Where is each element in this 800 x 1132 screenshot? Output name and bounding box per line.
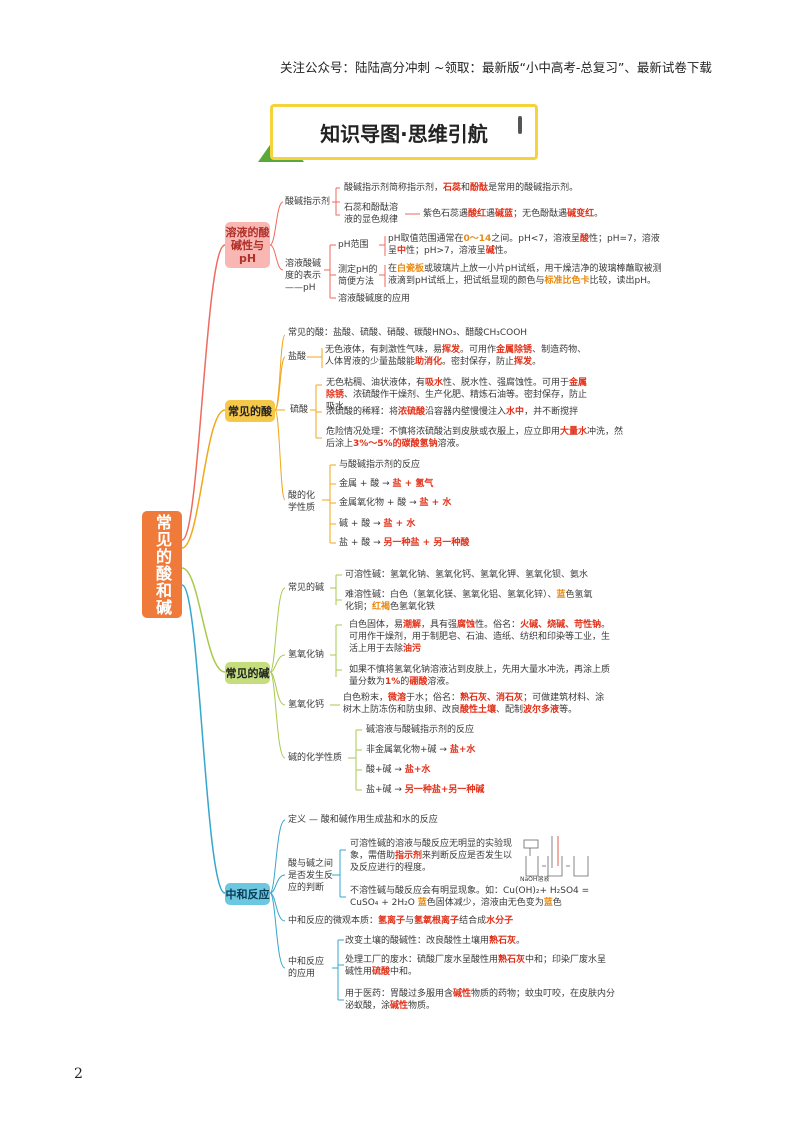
base-soluble: 可溶性碱：氢氧化钠、氢氧化钙、氢氧化钾、氢氧化钡、氨水 (345, 570, 589, 580)
acid-props-label: 酸的化学性质 (288, 491, 316, 513)
title-decoration (518, 116, 522, 134)
h2so4-emergency: 危险情况处理：不慎将浓硫酸沾到皮肤或衣服上，应立即用大量水冲洗，然后涂上3%～5… (326, 427, 624, 449)
naoh-emergency: 如果不慎将氢氧化钠溶液沾到皮肤上，先用大量水冲洗，再涂上质量分数为1%的硼酸溶液… (349, 665, 611, 687)
branch-ph-node: 溶液的酸碱性与pH (225, 222, 270, 268)
base-insoluble: 难溶性碱：白色（氢氧化镁、氢氧化铝、氢氧化锌）、蓝色氢氧化铜；红褐色氢氧化铁 (345, 590, 593, 612)
acid-prop-3: 金属氧化物 + 酸 → 盐 + 水 (339, 498, 452, 508)
judge-text-1: 可溶性碱的溶液与酸反应无明显的实验现象，需借助指示剂来判断反应是否发生以及反应进… (350, 839, 513, 873)
caoh-text: 白色粉末，微溶于水；俗名：熟石灰、消石灰；可做建筑材料、涂树木上防冻伤和防虫卵、… (343, 693, 605, 715)
experiment-caption: NaOH溶液 (520, 876, 550, 883)
neutralization-definition: 定义 — 酸和碱作用生成盐和水的反应 (288, 815, 438, 825)
branch-acid-node: 常见的酸 (225, 400, 275, 422)
naoh-label: 氢氧化钠 (288, 650, 325, 660)
page-number: 2 (74, 1066, 83, 1082)
acid-prop-5: 盐 + 酸 → 另一种盐 + 另一种酸 (339, 538, 470, 548)
app-medicine: 用于医药：胃酸过多服用含碱性物质的药物；蚊虫叮咬，在皮肤内分泌蚁酸，涂碱性物质。 (345, 989, 616, 1011)
ph-method-text: 在白瓷板或玻璃片上放一小片pH试纸，用干燥洁净的玻璃棒蘸取被测液滴到pH试纸上，… (388, 264, 662, 286)
page-title: 知识导图·思维引航 (270, 104, 538, 160)
ph-label: 溶液酸碱度的表示——pH (285, 259, 322, 293)
ph-range-text: pH取值范围通常在0～14之间。pH<7，溶液呈酸性；pH=7，溶液呈中性；pH… (388, 234, 660, 256)
indicator-text: 酸碱指示剂简称指示剂，石蕊和酚酞是常用的酸碱指示剂。 (344, 183, 579, 193)
base-props-label: 碱的化学性质 (288, 753, 343, 763)
base-common-label: 常见的碱 (288, 583, 325, 593)
neutralization-app-label: 中和反应的应用 (288, 957, 325, 979)
caoh-label: 氢氧化钙 (288, 700, 325, 710)
ph-method-label: 测定pH的简便方法 (338, 265, 378, 287)
acid-common: 常见的酸：盐酸、硫酸、硝酸、碳酸HNO₃、醋酸CH₃COOH (288, 328, 528, 338)
indicator-sub-text: 紫色石蕊遇酸红遇碱蓝；无色酚酞遇碱变红。 (423, 209, 604, 219)
base-prop-2: 非金属氧化物+碱 → 盐+水 (366, 745, 476, 755)
judge-label: 酸与碱之间是否发生反应的判断 (288, 859, 334, 893)
hcl-label: 盐酸 (288, 352, 307, 362)
base-prop-1: 碱溶液与酸碱指示剂的反应 (366, 725, 475, 735)
branch-neutralization-node: 中和反应 (225, 883, 270, 905)
ph-application: 溶液酸碱度的应用 (338, 294, 411, 304)
page-header: 关注公众号：陆陆高分冲刺 ~领取：最新版“小中高考-总复习”、最新试卷下载 (280, 60, 712, 75)
ph-range-label: pH范围 (338, 240, 369, 250)
h2so4-dilute: 浓硫酸的稀释：将浓硫酸沿容器内壁慢慢注入水中，并不断搅拌 (326, 407, 579, 417)
acid-prop-1: 与酸碱指示剂的反应 (339, 460, 421, 470)
indicator-sub-label: 石蕊和酚酞溶液的显色规律 (344, 203, 399, 225)
h2so4-text: 无色粘稠、油状液体，有吸水性、脱水性、强腐蚀性。可用于金属除锈、浓硫酸作干燥剂、… (326, 378, 588, 412)
base-prop-4: 盐+碱 → 另一种盐+另一种碱 (366, 785, 485, 795)
judge-text-2: 不溶性碱与酸反应会有明显现象。如：Cu(OH)₂+ H₂SO4 = CuSO₄ … (350, 886, 590, 908)
beaker-experiment-icon (523, 836, 589, 877)
root-node: 常见的酸和碱 (142, 511, 182, 618)
neutralization-micro: 中和反应的微观本质：氢离子与氢氧根离子结合成水分子 (288, 916, 514, 926)
base-prop-3: 酸+碱 → 盐+水 (366, 765, 431, 775)
app-soil: 改变土壤的酸碱性：改良酸性土壤用熟石灰。 (345, 936, 526, 946)
h2so4-label: 硫酸 (290, 405, 309, 415)
indicator-label: 酸碱指示剂 (285, 197, 331, 207)
branch-base-node: 常见的碱 (225, 662, 270, 684)
acid-prop-4: 碱 + 酸 → 盐 + 水 (339, 519, 416, 529)
hcl-text: 无色液体，有刺激性气味，易挥发。可用作金属除锈、制造药物、人体胃液的少量盐酸能助… (325, 345, 587, 367)
app-wastewater: 处理工厂的废水：硫酸厂废水呈酸性用熟石灰中和；印染厂废水呈碱性用硫酸中和。 (345, 955, 607, 977)
acid-prop-2: 金属 + 酸 → 盐 + 氢气 (339, 479, 434, 489)
naoh-text: 白色固体，易潮解，具有强腐蚀性。俗名：火碱、烧碱、苛性钠。可用作干燥剂，用于制肥… (349, 620, 611, 654)
